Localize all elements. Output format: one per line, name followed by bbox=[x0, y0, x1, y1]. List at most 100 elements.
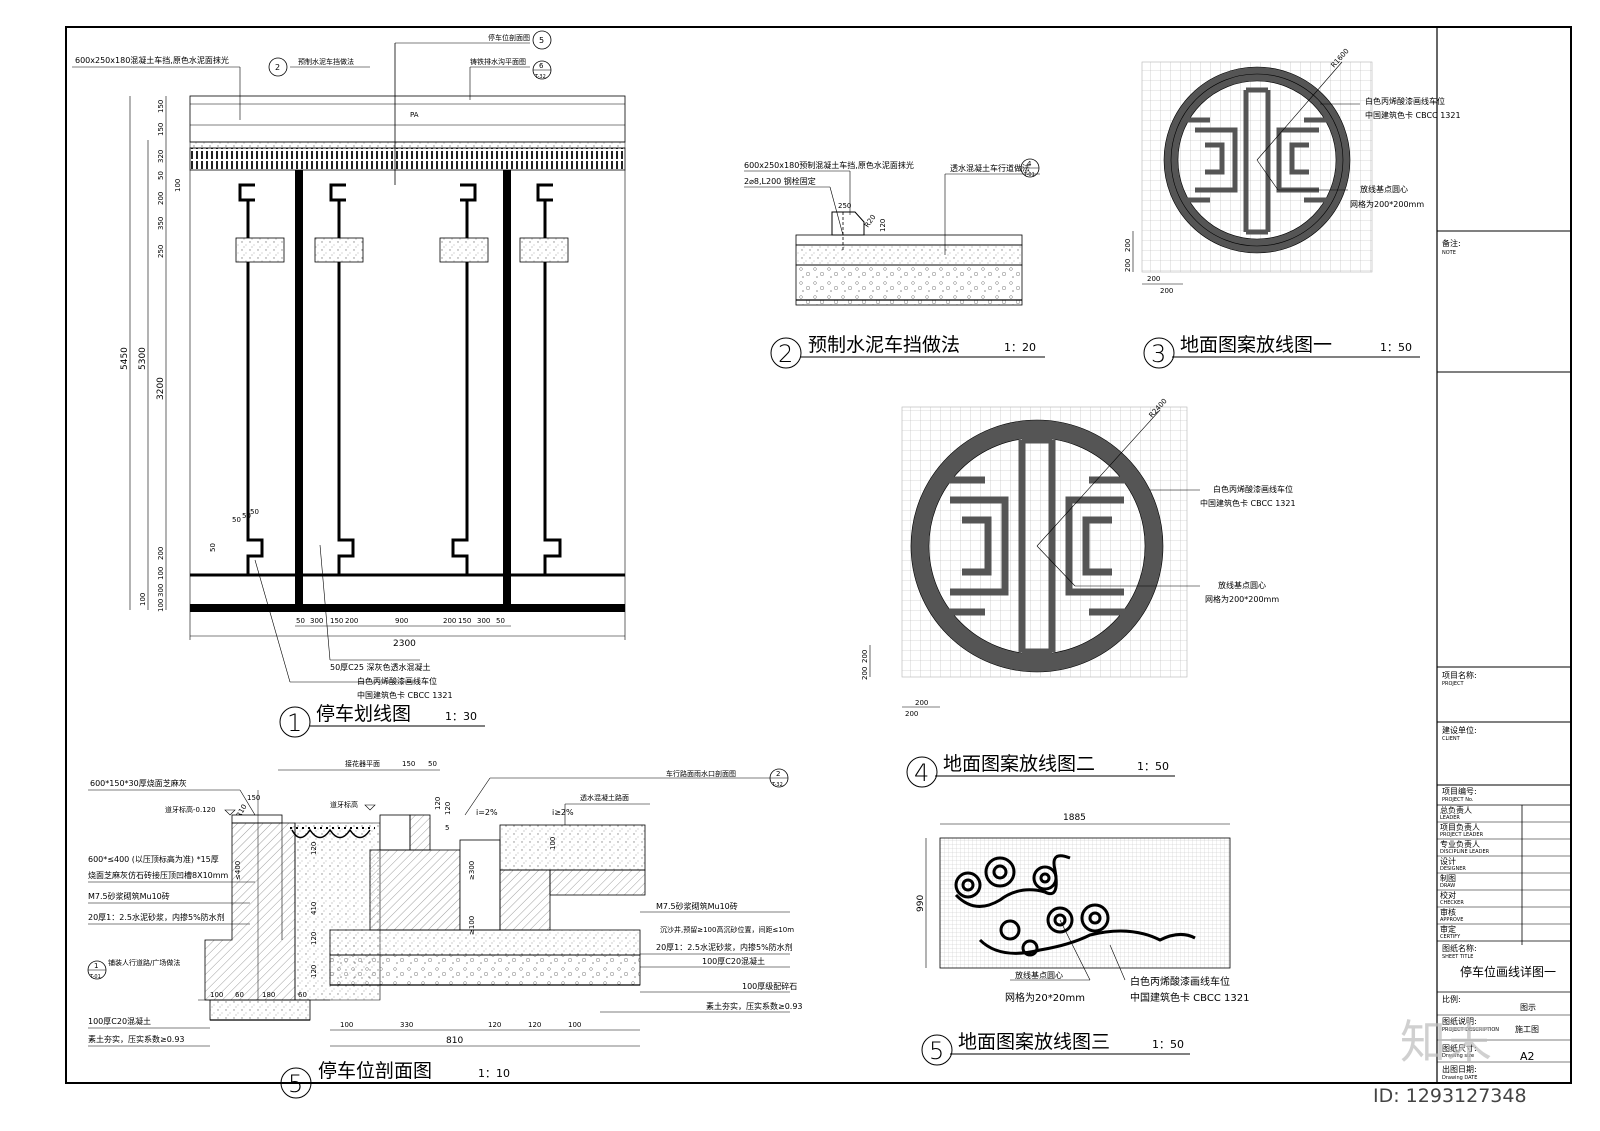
tb-row-en-2: DISCIPLINE LEADER bbox=[1440, 849, 1490, 855]
d5b-d-label: 120 bbox=[444, 802, 452, 815]
section-ref-circle-icon bbox=[279, 706, 311, 738]
d5b-top-dim-0: 150 bbox=[402, 760, 415, 768]
d5b-level-1: 道牙标高-0.120 bbox=[165, 805, 216, 814]
d5a-note-3: 白色丙烯酸漆画线车位 bbox=[1130, 975, 1230, 988]
size-label: 图纸尺寸: bbox=[1442, 1043, 1477, 1053]
d1-dim-h-5: 200 bbox=[443, 617, 456, 625]
note-label: 备注: bbox=[1442, 238, 1461, 248]
d5b-note-road: 透水混凝土路面 bbox=[580, 793, 629, 802]
d5a-scale: 1：50 bbox=[1152, 1038, 1184, 1051]
d5b-ref-2-note: 车行路面雨水口剖面图 bbox=[666, 769, 736, 778]
d1-dim-v-top-3: 50 bbox=[157, 171, 165, 180]
tb-row-en-0: LEADER bbox=[1440, 815, 1460, 821]
tb-row-en-4: DRAW bbox=[1440, 883, 1455, 889]
tb-row-en-6: APPROVE bbox=[1440, 917, 1463, 923]
d1-callout-5: 停车位剖面图 bbox=[488, 33, 530, 42]
d1-dim-h-4: 900 bbox=[395, 617, 408, 625]
d5b-dim-h-0: 100 bbox=[340, 1021, 353, 1029]
d5b-dim-v-4: 120 bbox=[310, 842, 318, 855]
d5a-note-4: 中国建筑色卡 CBCC 1321 bbox=[1130, 991, 1249, 1004]
d2-num: 2 bbox=[778, 340, 793, 368]
d1-dim-v-top-0: 150 bbox=[157, 100, 165, 113]
d2-note-2: 2⌀8,L200 钢栓固定 bbox=[744, 176, 816, 186]
d5b-dim-h-3: 120 bbox=[528, 1021, 541, 1029]
section-ref-circle-icon bbox=[1143, 337, 1175, 369]
dragon-pattern-icon bbox=[910, 419, 1164, 673]
client-en: CLIENT bbox=[1442, 736, 1461, 742]
d1-num: 1 bbox=[287, 709, 302, 737]
d5b-top-label: 接花器平面 bbox=[345, 759, 380, 768]
d1-dim-inner: 3200 bbox=[156, 377, 166, 400]
d1-dim-total-w: 2300 bbox=[393, 639, 416, 649]
d1-dim-v-top-6: 350 bbox=[157, 217, 165, 230]
d5b-dim-v-1: 120 bbox=[434, 797, 442, 810]
tb-row-cn-3: 设计 bbox=[1440, 856, 1456, 866]
d5b-left-note-3: 20厚1：2.5水泥砂浆，内掺5%防水剂 bbox=[88, 912, 225, 922]
desc-en: PROJECT DESCRIPTION bbox=[1442, 1027, 1499, 1033]
client-label: 建设单位: bbox=[1442, 725, 1477, 735]
d1-dim-v-top-4: 100 bbox=[174, 179, 182, 192]
note-en: NOTE bbox=[1442, 250, 1456, 256]
d1-dim-v-top-2: 320 bbox=[157, 150, 165, 163]
d1-dim-h-8: 50 bbox=[496, 617, 505, 625]
tb-row-cn-2: 专业负责人 bbox=[1440, 839, 1480, 849]
d4-title: 地面图案放线图二 bbox=[943, 753, 1095, 775]
d5b-right-note-3: 100厚C20混凝土 bbox=[702, 956, 765, 966]
tb-row-cn-4: 制图 bbox=[1440, 873, 1456, 883]
d1-dim-v-bot-7: 100 bbox=[139, 593, 147, 606]
d5a-note-1: 放线基点圆心 bbox=[1015, 970, 1063, 980]
d3-num: 3 bbox=[1151, 340, 1166, 368]
d4-dim-1: 200 bbox=[861, 667, 869, 680]
tb-row-en-1: PROJECT LEADER bbox=[1440, 832, 1484, 838]
drawing-ground-pattern-2: R2400 白色丙烯酸漆画线车位 中国建筑色卡 CBCC 1321 放线基点圆心… bbox=[861, 397, 1296, 788]
d1-ref-6-sheet: T-32 bbox=[534, 74, 546, 80]
section-ref-circle-icon bbox=[906, 756, 938, 788]
date-en: Drawing DATE bbox=[1442, 1075, 1477, 1081]
d5b-title: 停车位剖面图 bbox=[318, 1060, 432, 1082]
d2-note-1: 600x250x180预制混凝土车挡,原色水泥面抹光 bbox=[744, 160, 914, 170]
d1-scale: 1：30 bbox=[445, 710, 477, 723]
d5b-ref-2-sheet: T-32 bbox=[771, 782, 783, 788]
d5b-left-note-2: M7.5砂浆砌筑Mu10砖 bbox=[88, 891, 170, 901]
scale-value: 图示 bbox=[1520, 1003, 1536, 1012]
d5b-i-label: 5 bbox=[445, 824, 449, 832]
d5b-bottom-note-0: 100厚C20混凝土 bbox=[88, 1016, 151, 1026]
drawing-parking-section: 接花器平面 150 50 2 T-32 车行路面雨水口剖面图 600*150*3… bbox=[87, 759, 803, 1099]
d3-note-3: 放线基点圆心 bbox=[1360, 184, 1408, 194]
d1-dim-v-bot-1: 50 bbox=[242, 512, 251, 520]
d1-dim-h-3: 200 bbox=[345, 617, 358, 625]
drawing-ground-pattern-3: 1885 990 放线基点圆心 网格为20*20mm 白色丙烯酸漆画线车位 中国… bbox=[916, 813, 1249, 1066]
sheet-title: 停车位画线详图一 bbox=[1460, 964, 1556, 979]
d5b-dim-v-5: ≥300 bbox=[468, 861, 476, 880]
d5b-level-2: 道牙标高 bbox=[330, 800, 358, 809]
d2-dim-1: 120 bbox=[879, 219, 887, 232]
tb-row-cn-7: 审定 bbox=[1440, 924, 1456, 934]
section-ref-circle-icon bbox=[532, 30, 552, 50]
project-no-en: PROJECT No. bbox=[1442, 797, 1474, 803]
d1-dim-v-bot-6: 300 bbox=[157, 584, 165, 597]
d1-dim-v-bot-5: 100 bbox=[157, 567, 165, 580]
d2-dim-2: R20 bbox=[863, 213, 877, 229]
d5a-num: 5 bbox=[929, 1037, 944, 1065]
d5b-dim-h-small-1: 60 bbox=[235, 991, 244, 999]
d1-dim-total: 5450 bbox=[120, 347, 130, 370]
d1-ref-6: 6 bbox=[539, 62, 544, 70]
d5b-ref-1-note: 铺装人行道路/广场做法 bbox=[108, 958, 180, 967]
d5b-top-dim-1: 50 bbox=[428, 760, 437, 768]
drawing-ground-pattern-1: R1600 白色丙烯酸漆画线车位 中国建筑色卡 CBCC 1321 放线基点圆心… bbox=[1124, 47, 1461, 369]
tb-row-en-5: CHECKER bbox=[1440, 900, 1464, 906]
d2-dim-0: 250 bbox=[838, 202, 851, 210]
d1-callout-top: 600x250x180混凝土车挡,原色水泥面抹光 bbox=[75, 55, 229, 65]
d5b-dim-h-1: 330 bbox=[400, 1021, 413, 1029]
d5b-right-note-4: 100厚级配碎石 bbox=[742, 981, 797, 991]
d4-note-3: 放线基点圆心 bbox=[1218, 580, 1266, 590]
d5b-dim-v-3: 410 bbox=[310, 902, 318, 915]
tb-row-en-3: DESIGNER bbox=[1440, 866, 1466, 872]
watermark-brand: 知末 bbox=[1400, 1015, 1492, 1069]
d5a-width: 1885 bbox=[1063, 813, 1086, 823]
d5b-dim-v-0: 150 bbox=[247, 794, 260, 802]
d5b-dim-h-small-3: 60 bbox=[298, 991, 307, 999]
d2-ref-4-sheet: T-01 bbox=[1023, 172, 1035, 178]
project-name-en: PROJECT bbox=[1442, 681, 1465, 687]
